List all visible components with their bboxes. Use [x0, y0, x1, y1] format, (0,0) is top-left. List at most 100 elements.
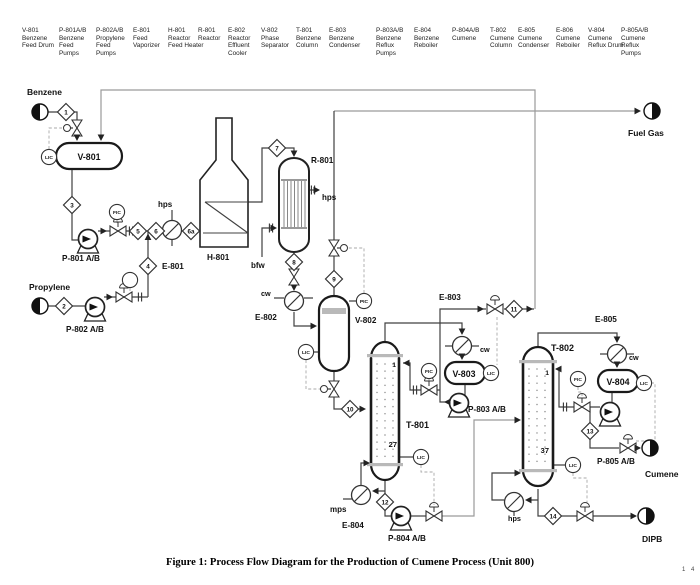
svg-text:1: 1	[64, 109, 68, 116]
p803-label: P-803 A/B	[468, 405, 506, 414]
lic-v803: LIC	[482, 364, 500, 382]
svg-text:13: 13	[586, 428, 594, 435]
control-valve-benzene	[109, 216, 127, 237]
propylene-inlet-marker	[31, 297, 49, 315]
svg-text:10: 10	[346, 406, 354, 413]
cw-e803-label: cw	[480, 345, 490, 354]
benzene-label: Benzene	[27, 87, 62, 97]
valve-fuel-gas	[328, 239, 348, 257]
legend-equipment-tag: H-801	[168, 27, 186, 34]
benzene-inlet-marker	[31, 103, 49, 121]
svg-text:LIC: LIC	[45, 155, 53, 161]
controller-p802	[121, 271, 139, 289]
v801-label: V-801	[78, 152, 101, 162]
page-corner-number: 1 4	[682, 567, 697, 573]
legend-equipment-name: Reactor Feed Heater	[168, 34, 204, 50]
h801-label: H-801	[207, 253, 230, 262]
tray-numbers: 1 27 1 37	[389, 362, 550, 455]
exchanger-e804	[350, 484, 372, 506]
stream-14: 14	[543, 506, 563, 526]
stream-4: 4	[138, 256, 158, 276]
legend-equipment-tag: P-802A/B	[96, 27, 124, 34]
flow-arrows	[73, 107, 641, 520]
stream-11: 11	[504, 299, 524, 319]
svg-text:9: 9	[332, 276, 336, 283]
svg-text:3: 3	[70, 202, 74, 209]
legend-equipment-tag: E-806	[556, 27, 574, 34]
fuel-gas-outlet-marker	[643, 102, 661, 120]
stream-7: 7	[267, 138, 287, 158]
stream-6a: 6a	[181, 221, 201, 241]
pump-p803	[447, 392, 471, 418]
svg-text:14: 14	[549, 513, 557, 520]
legend-equipment-name: Benzene Feed Drum	[22, 34, 54, 50]
svg-text:7: 7	[275, 145, 279, 152]
pump-p801	[76, 228, 100, 254]
e803-label: E-803	[439, 293, 461, 302]
svg-text:6a: 6a	[187, 228, 195, 235]
v803-label: V-803	[453, 369, 476, 379]
exchanger-e806	[503, 491, 525, 513]
pump-p805	[598, 401, 622, 427]
valve-v802-bottoms	[320, 380, 340, 398]
stream-8: 8	[284, 252, 304, 272]
svg-text:LIC: LIC	[417, 455, 425, 461]
legend-equipment-name: Cumene Reflux Pumps	[621, 34, 646, 57]
e805-label: E-805	[595, 315, 617, 324]
e802-label: E-802	[255, 313, 277, 322]
valve-benzene-feed	[63, 119, 83, 137]
svg-text:4: 4	[146, 263, 150, 270]
legend-equipment-tag: E-804	[414, 27, 432, 34]
svg-text:LIC: LIC	[302, 350, 310, 356]
exchanger-e801	[161, 219, 183, 241]
pic-v802: PIC	[355, 292, 373, 310]
legend-equipment-tag: T-802	[490, 27, 507, 34]
t802-top-tray: 1	[545, 370, 549, 377]
stream-2: 2	[54, 296, 74, 316]
legend-equipment-name: Reactor	[198, 34, 221, 42]
stream-6: 6	[146, 221, 166, 241]
legend-equipment-name: Reactor Effluent Cooler	[228, 34, 251, 57]
control-valve-t801-bottoms	[425, 501, 443, 522]
furnace-h801	[199, 117, 249, 248]
utility-labels: hps hps bfw cw cw cw mps hps	[158, 193, 639, 523]
svg-text:5: 5	[136, 228, 140, 235]
legend-equipment-name: Cumene Condenser	[518, 34, 550, 50]
svg-text:2: 2	[62, 303, 66, 310]
stream-3: 3	[62, 195, 82, 215]
fuel-gas-label: Fuel Gas	[628, 128, 664, 138]
legend-equipment-tag: P-801A/B	[59, 27, 87, 34]
legend-equipment-name: Cumene Reflux Drum	[588, 34, 624, 50]
legend-equipment-name: Benzene Reboiler	[414, 34, 440, 50]
flange-ticks	[128, 184, 568, 413]
control-valve-benzene-recycle	[486, 294, 504, 315]
t802-label: T-802	[551, 343, 574, 353]
v802-label: V-802	[355, 316, 377, 325]
legend-equipment-tag: E-802	[228, 27, 246, 34]
p804-label: P-804 A/B	[388, 534, 426, 543]
legend-equipment-tag: P-804A/B	[452, 27, 480, 34]
valve-r801-bottoms	[288, 268, 300, 286]
hps-r801-label: hps	[322, 193, 337, 202]
pump-p804	[389, 505, 413, 531]
fic-p801: FIC	[108, 203, 126, 221]
hps-e806-label: hps	[508, 514, 521, 523]
dipb-label: DIPB	[642, 534, 662, 544]
exchanger-e803	[451, 335, 473, 357]
pump-p802	[83, 296, 107, 322]
cumene-label: Cumene	[645, 469, 679, 479]
svg-text:LIC: LIC	[569, 463, 577, 469]
svg-text:PIC: PIC	[360, 299, 369, 305]
stream-9: 9	[324, 269, 344, 289]
lic-t802: LIC	[564, 456, 582, 474]
